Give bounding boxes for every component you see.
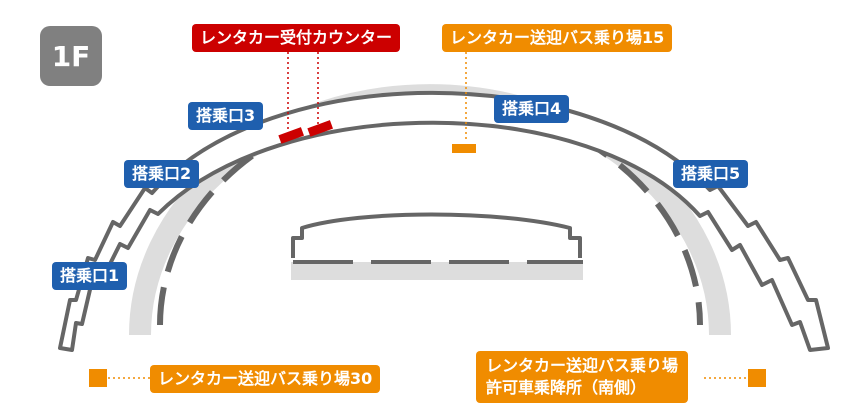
shuttle-stop-15-label[interactable]: レンタカー送迎バス乗り場15 xyxy=(442,24,673,52)
shuttle-stop-south-label[interactable]: レンタカー送迎バス乗り場 許可車乗降所（南側） xyxy=(476,351,689,403)
shuttle-stop-south-marker xyxy=(748,369,766,387)
gate-4-label[interactable]: 搭乗口4 xyxy=(494,95,570,123)
shuttle-stop-south-line1: レンタカー送迎バス乗り場 xyxy=(486,356,679,375)
shuttle-stop-15-marker xyxy=(452,144,476,153)
gate-3-label[interactable]: 搭乗口3 xyxy=(188,102,264,130)
rental-counter-label[interactable]: レンタカー受付カウンター xyxy=(192,24,401,52)
rental-counter-marker xyxy=(278,127,304,144)
floor-badge: 1F xyxy=(40,26,102,86)
gate-1-label[interactable]: 搭乗口1 xyxy=(52,262,128,290)
rental-counter-marker xyxy=(307,120,333,137)
shuttle-stop-30-label[interactable]: レンタカー送迎バス乗り場30 xyxy=(150,365,381,393)
shuttle-stop-south-line2: 許可車乗降所（南側） xyxy=(486,378,647,397)
gate-5-label[interactable]: 搭乗口5 xyxy=(673,160,749,188)
gate-2-label[interactable]: 搭乗口2 xyxy=(124,160,200,188)
central-building xyxy=(291,212,582,258)
central-building-base xyxy=(291,262,583,280)
shuttle-stop-30-marker xyxy=(89,369,107,387)
